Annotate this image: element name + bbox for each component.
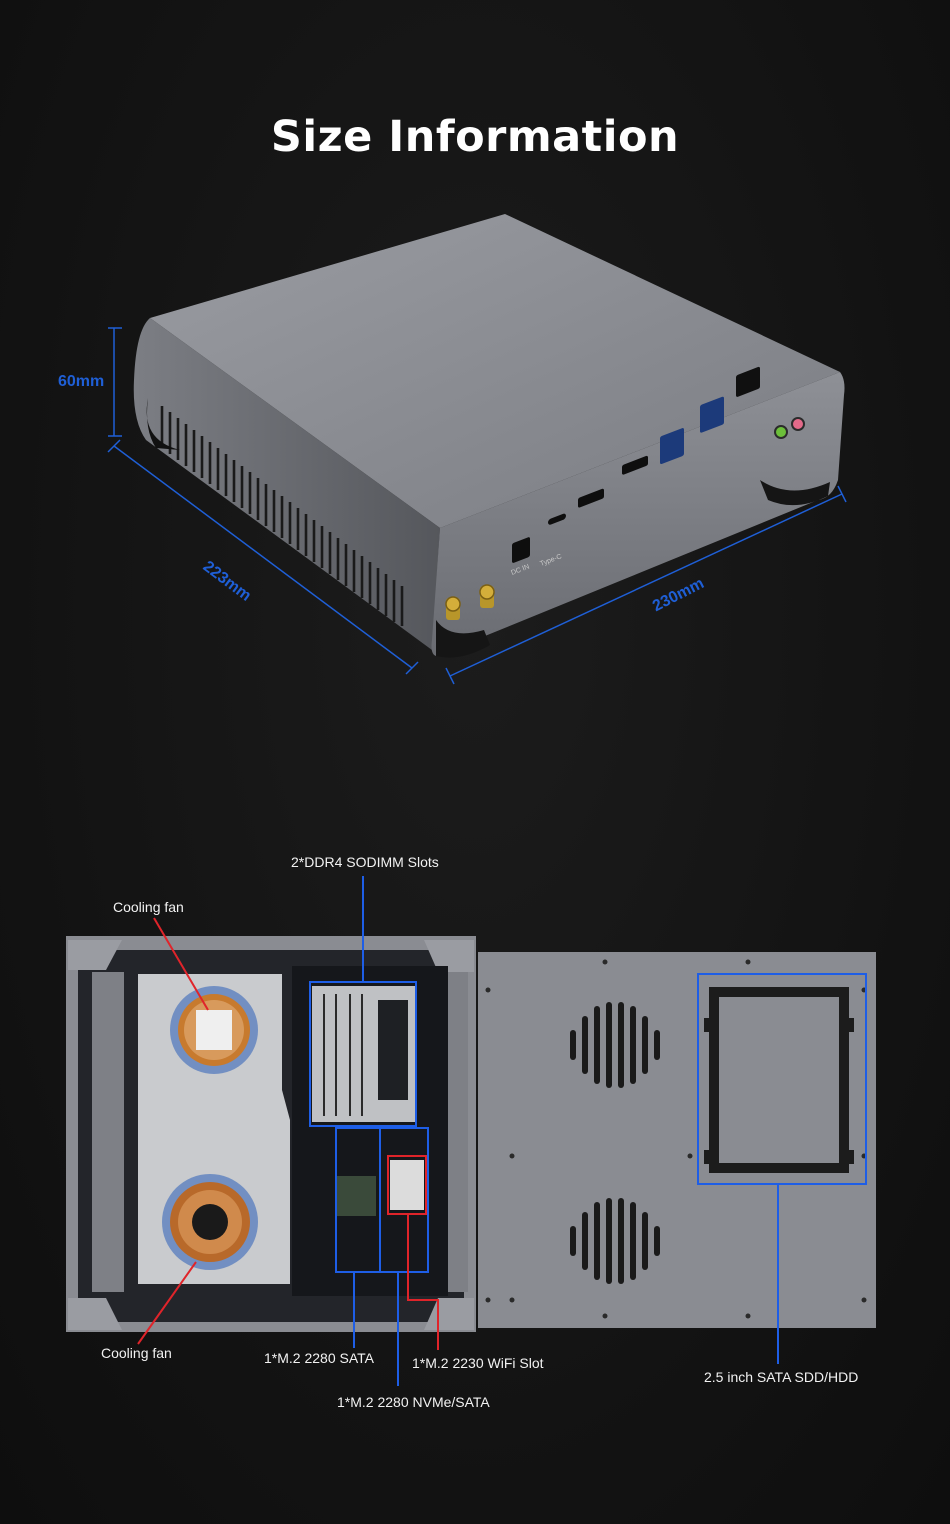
- foot-front-left: [436, 620, 490, 658]
- chassis-left-side: [133, 318, 440, 650]
- audio-jack-pink: [791, 417, 805, 431]
- chassis-front: [431, 372, 845, 656]
- m2-sata-callout: 1*M.2 2280 SATA: [264, 1350, 374, 1366]
- usb-stack-2: [700, 396, 724, 433]
- foot-left: [146, 398, 180, 450]
- front-io-ports: [512, 366, 805, 563]
- side-vent-grille: [160, 406, 404, 626]
- height-dimension-label: 60mm: [58, 373, 105, 390]
- m2-nvme-box: [379, 1127, 429, 1273]
- cooling-fan-bottom: [162, 1174, 258, 1270]
- hdmi-port-1: [578, 488, 604, 508]
- dimension-lines: [107, 327, 847, 685]
- audio-jack-green: [774, 425, 788, 439]
- foot-front-right: [760, 480, 830, 506]
- ddr4-slots-callout: 2*DDR4 SODIMM Slots: [291, 854, 439, 870]
- type-c-port: [548, 513, 566, 525]
- dc-in-port: [512, 537, 530, 563]
- bottom-cover-panel: [478, 952, 876, 1328]
- speaker-grille-top: [570, 1002, 660, 1088]
- m2-nvme-callout: 1*M.2 2280 NVMe/SATA: [337, 1394, 490, 1410]
- cooling-fan-bottom-callout: Cooling fan: [101, 1345, 172, 1361]
- page-title: Size Information: [270, 112, 680, 162]
- cooling-fan-top: [170, 986, 258, 1074]
- cpu-chip: [336, 1176, 376, 1216]
- chassis-top: [150, 214, 840, 528]
- cooling-fan-top-callout: Cooling fan: [113, 899, 184, 915]
- usb-stack-1: [660, 428, 684, 465]
- speaker-grille-bottom: [570, 1198, 660, 1284]
- chassis-illustration: DC IN Type-C: [107, 214, 847, 685]
- hdmi-port-2: [622, 455, 648, 475]
- antenna-connectors: [445, 584, 495, 620]
- wifi-card: [390, 1160, 424, 1210]
- callout-lines: [137, 876, 779, 1386]
- hdd-callout: 2.5 inch SATA SDD/HDD: [704, 1369, 859, 1385]
- ethernet-port: [736, 366, 760, 397]
- hdd-bracket: [704, 987, 854, 1173]
- hdd-box: [697, 973, 867, 1185]
- m2-wifi-callout: 1*M.2 2230 WiFi Slot: [412, 1355, 544, 1371]
